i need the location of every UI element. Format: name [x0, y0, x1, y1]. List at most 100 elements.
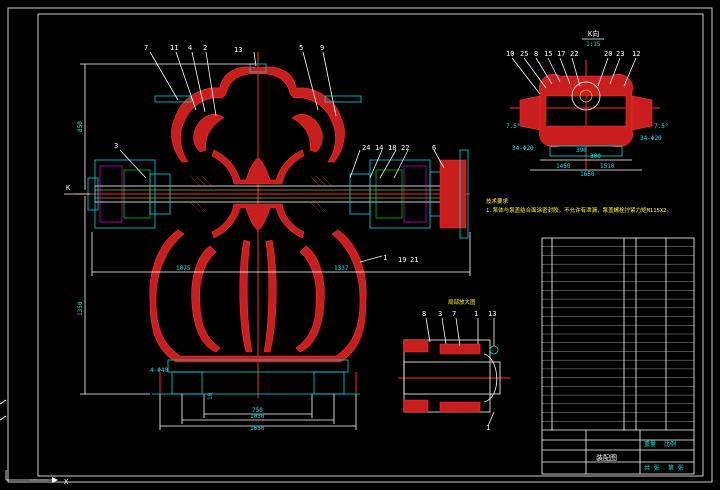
- detail-callout-1: 1: [474, 310, 478, 318]
- kview-dim-390: 390: [576, 147, 587, 154]
- label-scale: 比例: [664, 440, 676, 448]
- callout-6: 6: [432, 144, 436, 152]
- callout-19: 19: [398, 256, 406, 264]
- detail-callout-3: 3: [438, 310, 442, 318]
- outer-border: [7, 7, 713, 483]
- dim-1350: 1350: [77, 301, 84, 316]
- detail-left-hatch: [403, 339, 429, 353]
- detail-callout-13: 13: [488, 310, 496, 318]
- kview-callout-8: 8: [534, 50, 538, 58]
- detail-callout-7: 7: [452, 310, 456, 318]
- kview-callout-23: 23: [616, 50, 624, 58]
- dim-1030: 1030: [250, 413, 265, 420]
- dim-1075: 1075: [176, 265, 191, 272]
- dim-850: 850: [77, 121, 84, 132]
- lower-casing-center: [239, 239, 277, 353]
- k-view: K向 1:15 10 25 8 15 17 22 20 23: [506, 29, 668, 178]
- kview-scale: 1:15: [586, 41, 601, 48]
- left-flange: [154, 95, 192, 103]
- kview-callout-12: 12: [632, 50, 640, 58]
- detail-cap: [483, 353, 498, 403]
- main-dimension-lines: [80, 63, 471, 430]
- callout-14: 14: [375, 144, 383, 152]
- title-block: 装配图 重量 比例 共 张 第 张: [542, 429, 694, 474]
- kview-callout-15: 15: [544, 50, 552, 58]
- detail-callout-1b: 1: [486, 424, 490, 432]
- main-assembly-view: 7 11 4 2 13 5 9 3 24 14 18 22 6 1 19 21 …: [64, 44, 471, 432]
- detail-leaders: [425, 317, 495, 427]
- detail-seal-upper: [439, 343, 481, 355]
- pump-base: [152, 359, 360, 395]
- kview-dim-angle-right: 7.5°: [654, 123, 668, 130]
- drawing-name: 装配图: [596, 453, 617, 462]
- label-total-sheets: 共 张: [644, 464, 660, 472]
- shaft-seal-hatching: [189, 175, 333, 213]
- kview-dim-1510: 1510: [600, 163, 615, 170]
- detail-callout-8: 8: [422, 310, 426, 318]
- detail-seal-lower: [439, 401, 481, 413]
- kview-callout-10: 10: [506, 50, 514, 58]
- callout-9: 9: [320, 44, 324, 52]
- dim-750: 750: [252, 407, 263, 414]
- notes-heading: 技术要求: [486, 197, 509, 205]
- kview-dim-angle-left: 7.5°: [506, 123, 520, 130]
- right-flange: [324, 95, 362, 103]
- lower-casing-inner-left: [191, 245, 221, 353]
- callout-24: 24: [362, 144, 370, 152]
- detail-title: 局部放大图: [448, 298, 476, 306]
- kview-dim-300: 300: [590, 153, 601, 160]
- table-outline: [541, 237, 695, 475]
- parts-list-table: [541, 237, 695, 475]
- callout-5: 5: [299, 44, 303, 52]
- kview-dim-holes-left: 34-Φ20: [512, 145, 534, 152]
- impeller-lower: [211, 203, 305, 239]
- kview-callout-22: 22: [570, 50, 578, 58]
- kview-base: [549, 145, 623, 157]
- kview-dim-1450: 1450: [556, 163, 571, 170]
- kview-callout-17: 17: [557, 50, 565, 58]
- dim-10: 10: [207, 392, 214, 400]
- view-k-label: K: [66, 184, 71, 192]
- callout-21: 21: [410, 256, 418, 264]
- label-weight: 重量: [644, 440, 656, 448]
- left-edge-marks: [0, 399, 48, 481]
- upper-volute-inner-right: [291, 114, 323, 153]
- callout-leaders: [119, 51, 445, 263]
- right-bearing-housing: [349, 159, 431, 229]
- top-cap: [249, 63, 267, 73]
- kview-dim-1650: 1650: [580, 171, 595, 178]
- callout-2: 2: [203, 44, 207, 52]
- ucs-icon: X: [5, 470, 69, 486]
- kview-callout-25: 25: [520, 50, 528, 58]
- kview-right-ear: [631, 95, 653, 131]
- dim-4-holes: 4-Φ40: [150, 367, 168, 374]
- detail-bolt: [489, 345, 499, 355]
- impeller-upper: [211, 149, 305, 185]
- callout-18: 18: [388, 144, 396, 152]
- lower-casing: [149, 229, 367, 363]
- kview-title: K向: [588, 29, 599, 38]
- callout-22: 22: [401, 144, 409, 152]
- detail-shaft: [403, 361, 501, 395]
- kview-hub-inner: [579, 89, 593, 103]
- label-sheet-no: 第 张: [668, 464, 684, 472]
- callout-13: 13: [234, 46, 242, 54]
- kview-left-ear: [519, 95, 541, 131]
- dim-1337: 1337: [334, 265, 349, 272]
- ucs-x-label: X: [64, 478, 69, 486]
- dim-1650: 1650: [250, 425, 265, 432]
- inner-border: [37, 13, 704, 477]
- notes-line-1: 1.泵体与泵盖结合面涂密封胶，不允许有泄漏，泵盖螺栓拧紧力矩M115X2。: [486, 206, 672, 214]
- kview-leaders: [511, 57, 637, 95]
- kview-hub: [571, 81, 601, 111]
- detail-left-hatch-lower: [403, 399, 429, 413]
- callout-4: 4: [188, 44, 192, 52]
- technical-notes: 技术要求 1.泵体与泵盖结合面涂密封胶，不允许有泄漏，泵盖螺栓拧紧力矩M115X…: [486, 197, 672, 214]
- upper-volute: [171, 66, 345, 163]
- coupling: [429, 149, 469, 239]
- lower-casing-inner-right: [295, 245, 325, 353]
- kview-dim-holes-right: 34-Φ20: [640, 135, 662, 142]
- callout-11: 11: [170, 44, 178, 52]
- detail-view: 局部放大图 8 3 7 1 13 1: [398, 298, 510, 432]
